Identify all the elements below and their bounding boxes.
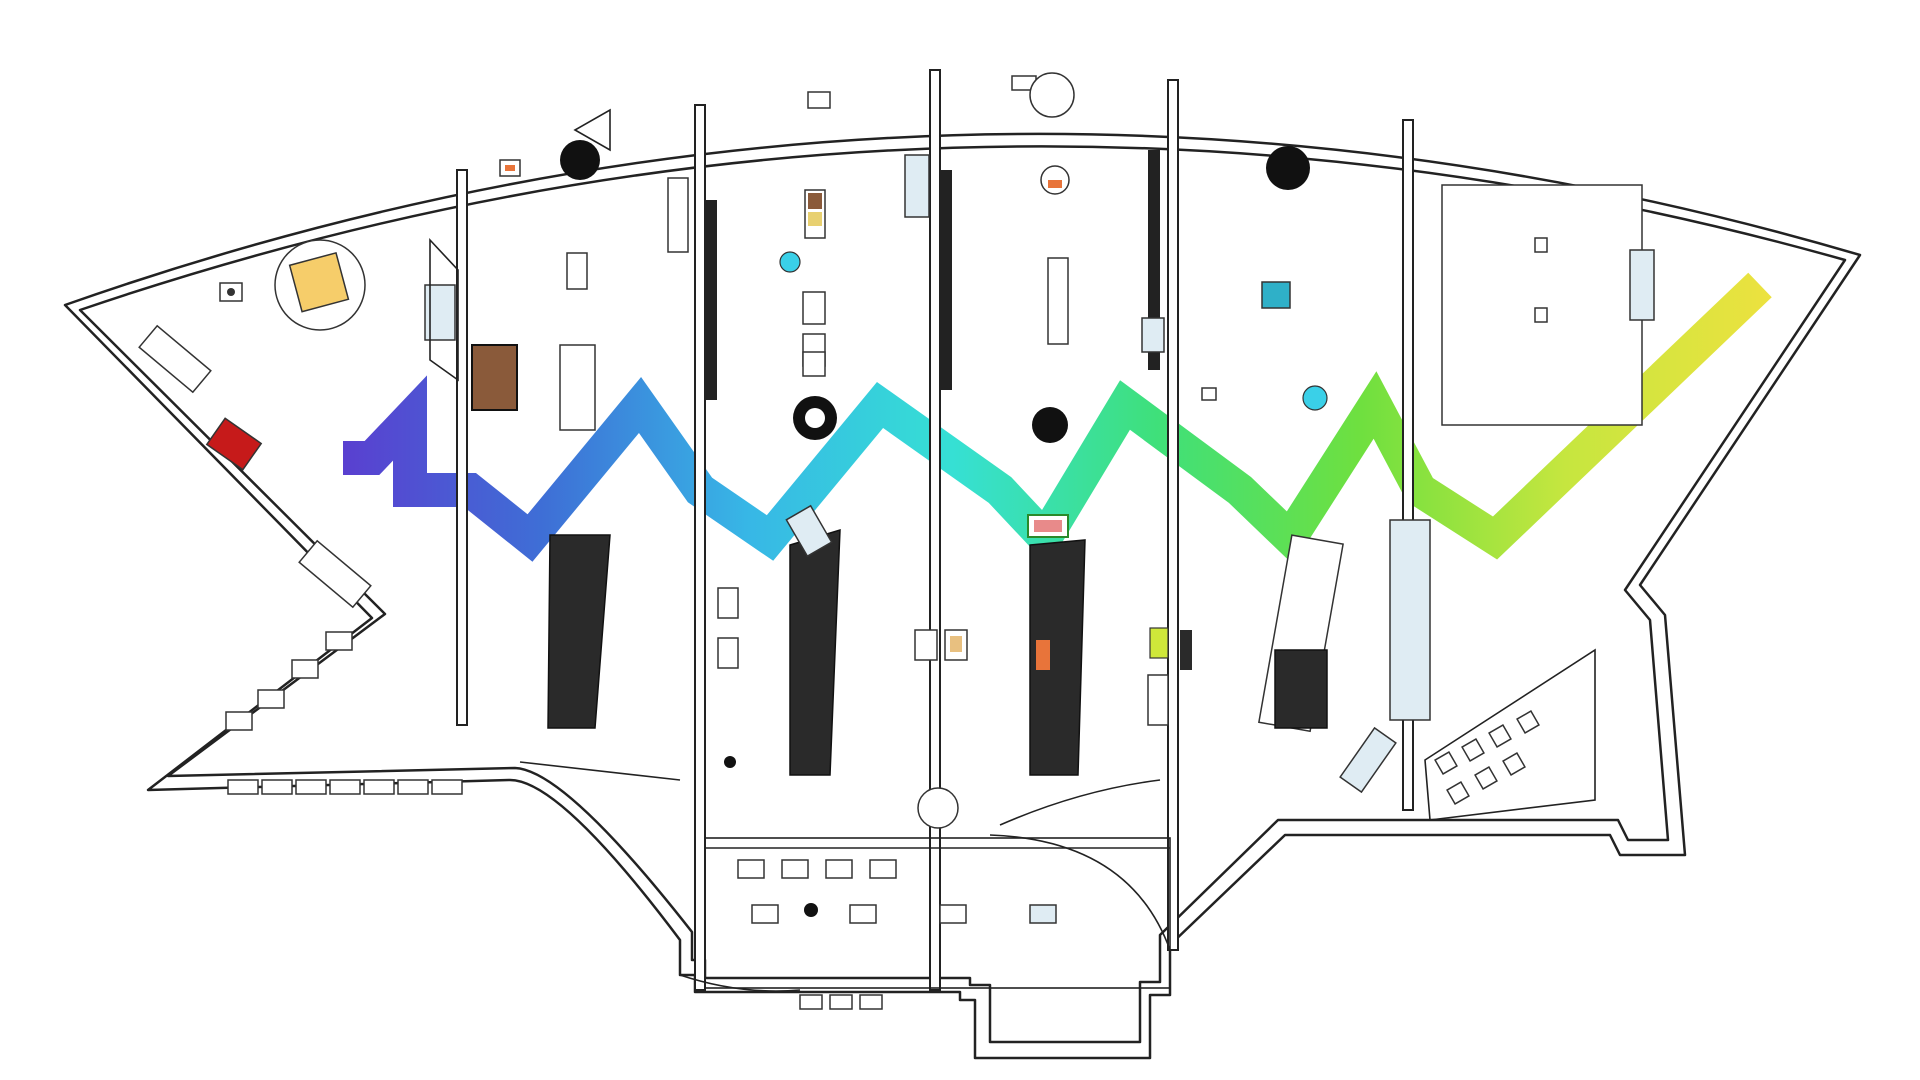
gallery-1 (424, 108, 611, 729)
brown-exhibit (471, 344, 518, 411)
dark-round-table-3 (1266, 146, 1310, 190)
lime-panel (1149, 627, 1169, 659)
cyan-dot-2 (1302, 385, 1328, 411)
outer-walls (63, 132, 1862, 1060)
route-path (343, 272, 1772, 567)
lobby (519, 756, 1171, 992)
stair-icon (1434, 710, 1540, 805)
entrance-niches (799, 994, 883, 1010)
door-swing-icon (679, 779, 1171, 992)
dark-round-table (560, 140, 600, 180)
cyan-dot (779, 251, 801, 273)
lower-wall-niches (227, 779, 463, 795)
visitor-route (343, 272, 1772, 567)
stair-area (1424, 648, 1596, 821)
gallery-5 (1339, 184, 1655, 794)
gallery-4 (1141, 146, 1344, 733)
partitions (456, 69, 1414, 991)
gallery-2 (667, 91, 841, 776)
red-panel (205, 417, 263, 471)
wheelchair-icon (724, 756, 818, 917)
dark-round-table-2 (1032, 407, 1068, 443)
teal-screen (1261, 281, 1291, 309)
gallery-3 (904, 72, 1086, 776)
left-wing-exhibits (138, 239, 463, 795)
yellow-exhibit (288, 251, 350, 313)
